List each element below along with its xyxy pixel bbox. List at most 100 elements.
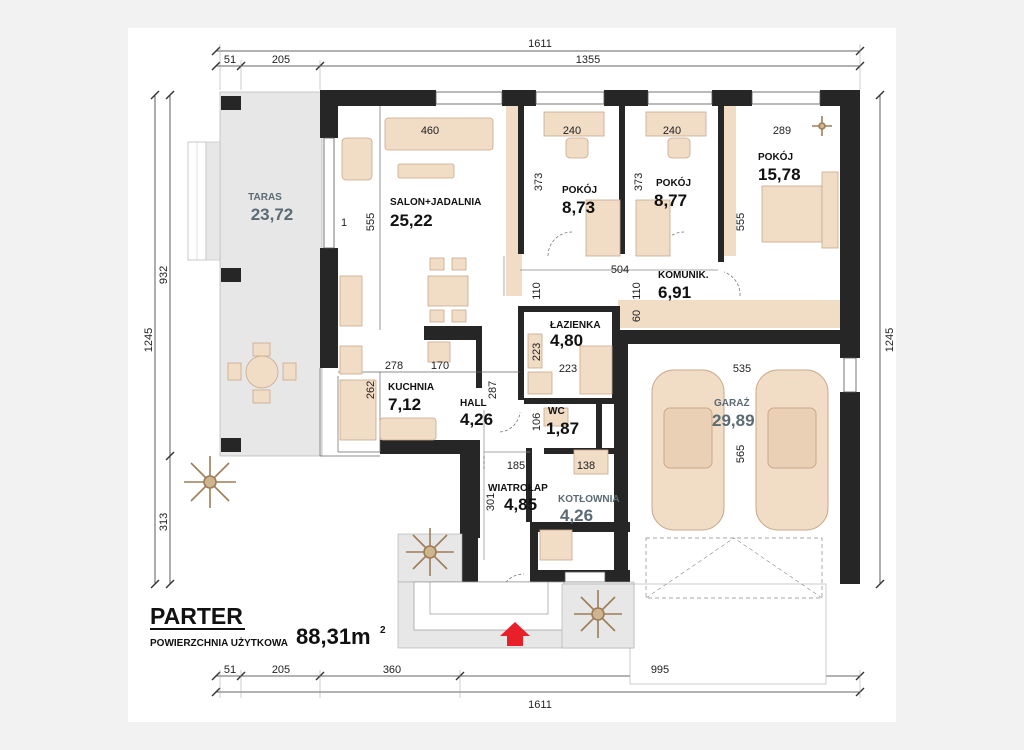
dim-hall-w: 170 [431,360,449,372]
dim-hall-h: 287 [487,381,499,399]
room-labels: TARAS 23,72 SALON+JADALNIA 25,22 POKÓJ 8… [248,150,800,525]
dim-wc-h: 106 [531,413,543,431]
garage-cars [651,369,829,531]
dim-wiatrolap-h: 301 [485,493,497,511]
plant-icon-2 [406,528,454,576]
bathtub-icon [579,345,613,395]
room-wiatrolap-name: WIATROŁAP [488,483,548,494]
usable-area-unit: 2 [380,625,386,636]
dim-kuchnia-w: 278 [385,360,403,372]
dimension-lines [150,44,885,698]
furniture [339,111,839,561]
bed-icon-2 [635,199,671,257]
room-salon-area: 25,22 [390,211,433,230]
usable-area-value: 88,31m [296,624,371,649]
room-komunik-area: 6,91 [658,283,691,302]
interior-lines [319,106,741,597]
room-lazienka-area: 4,80 [550,331,583,350]
sink-icon [379,417,437,441]
plant-icon-3 [574,590,622,638]
room-garaz-name: GARAŻ [714,396,750,409]
dim-salon-w: 460 [421,125,439,137]
dim-right-total: 1245 [884,328,896,352]
toilet-icon [543,407,569,427]
dim-kor-h1: 110 [531,282,543,300]
room-taras-area: 23,72 [251,205,294,224]
title-block: PARTER POWIERZCHNIA UŻYTKOWA 88,31m 2 [150,603,386,649]
dim-salon-h: 555 [365,213,377,231]
room-lazienka-name: ŁAZIENKA [550,320,601,331]
room-kotlownia-area: 4,26 [560,506,593,525]
room-wc-name: WC [548,406,565,417]
dim-left-a: 932 [158,266,170,284]
dim-kotlownia-w: 138 [577,460,595,472]
room-pokoj3-name: POKÓJ [758,150,793,163]
wardrobe-icon [821,171,839,249]
dim-bottom-total: 1611 [528,699,552,711]
windows [323,91,857,583]
kitchen-counter-icon [339,379,377,441]
entrance-arrow-icon [500,622,530,646]
fridge-icon [427,341,451,363]
dining-table-icon [427,275,469,307]
room-taras-name: TARAS [248,192,282,203]
dim-top-total: 1611 [528,38,552,50]
dim-garaz-w: 535 [733,363,751,375]
dim-pokoj1-w: 240 [563,125,581,137]
dim-pokoj3-w: 289 [773,125,791,137]
usable-area-label: POWIERZCHNIA UŻYTKOWA [150,636,288,649]
room-wiatrolap-area: 4,85 [504,495,537,514]
dim-bottom-c: 360 [383,664,401,676]
dim-left-total: 1245 [143,328,155,352]
dim-top-a: 51 [224,54,236,66]
chair-icon-2 [667,137,691,159]
dim-garaz-h: 565 [735,445,747,463]
room-hall-name: HALL [460,398,487,409]
plants [184,116,832,638]
dimension-labels: 1611 51 205 1355 51 205 360 995 1611 124… [143,38,896,711]
washbasin-icon [527,371,553,395]
plan-title: PARTER [150,603,243,629]
dim-kor-h3: 60 [631,310,643,322]
interior-dimensions: 460 240 240 289 555 373 373 555 504 110 … [341,125,791,511]
room-pokoj2-area: 8,77 [654,191,687,210]
stairs-icon [539,529,573,561]
room-hall-area: 4,26 [460,410,493,429]
washer-icon [527,333,543,369]
window-mark: 1 [341,217,347,229]
room-kuchnia-area: 7,12 [388,395,421,414]
dim-top-c: 1355 [576,54,600,66]
dim-kor-h2: 110 [631,282,643,300]
room-komunik-name: KOMUNIK. [658,270,709,281]
room-wc-area: 1,87 [546,419,579,438]
dim-bottom-b: 205 [272,664,290,676]
sofa-icon [384,117,494,151]
dim-pokoj2-h: 373 [633,173,645,191]
room-salon-name: SALON+JADALNIA [390,197,481,208]
coffee-table-icon [397,163,455,179]
room-kuchnia-name: KUCHNIA [388,382,434,393]
dim-lazienka-w: 223 [559,363,577,375]
walls [320,90,860,584]
room-pokoj1-name: POKÓJ [562,183,597,196]
cabinet-icon [339,345,363,375]
dim-left-b: 313 [158,513,170,531]
terrace [187,91,323,457]
double-bed-icon [761,185,823,243]
dim-bottom-a: 51 [224,664,236,676]
terrace-table-icon [227,342,297,404]
dim-pokoj3-h: 555 [735,213,747,231]
room-kotlownia-name: KOTŁOWNIA [558,494,620,505]
chair-icon [565,137,589,159]
dim-pokoj2-w: 240 [663,125,681,137]
dim-komunik-w: 504 [611,264,629,276]
dim-bottom-d: 995 [651,664,669,676]
desk-icon-2 [645,111,707,137]
stove-icon [339,275,363,327]
dim-lazienka-h: 223 [531,343,543,361]
boiler-icon [573,449,609,475]
room-pokoj2-name: POKÓJ [656,176,691,189]
dim-kuchnia-h: 262 [365,381,377,399]
armchair-icon [341,137,373,181]
